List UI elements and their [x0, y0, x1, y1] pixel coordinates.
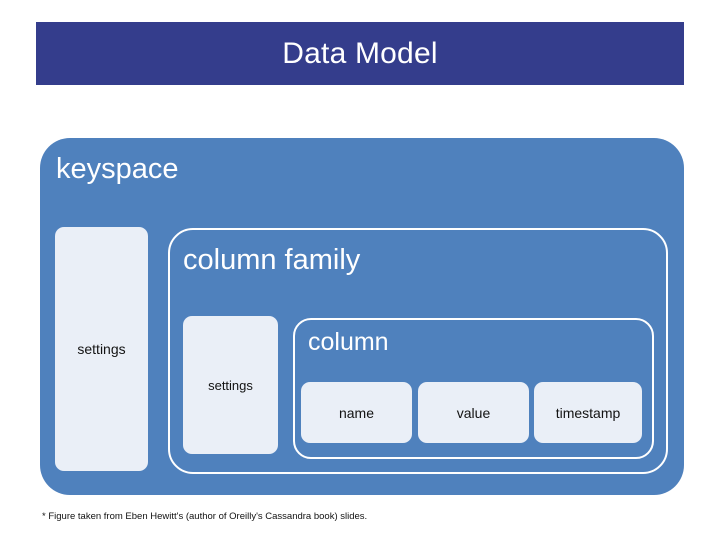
page-title: Data Model: [282, 36, 438, 70]
column-field-value-label: value: [456, 404, 491, 421]
column-field-name-label: name: [338, 404, 375, 421]
column-field-timestamp-card: timestamp: [534, 382, 642, 443]
source-footnote: * Figure taken from Eben Hewitt's (autho…: [42, 511, 368, 522]
keyspace-settings-card: settings: [55, 227, 148, 471]
column-family-label: column family: [183, 244, 361, 276]
slide-title-band: Data Model: [36, 22, 684, 85]
column-family-container: column family settings column name value…: [168, 228, 668, 474]
keyspace-label: keyspace: [56, 153, 179, 185]
column-field-name-card: name: [301, 382, 412, 443]
keyspace-container: keyspace settings column family settings…: [40, 138, 684, 495]
column-family-settings-label: settings: [208, 377, 253, 393]
column-container: column name value timestamp: [293, 318, 654, 459]
column-family-settings-card: settings: [183, 316, 278, 454]
column-field-timestamp-label: timestamp: [555, 404, 621, 421]
column-field-value-card: value: [418, 382, 529, 443]
column-label: column: [308, 328, 389, 356]
keyspace-settings-label: settings: [77, 341, 126, 357]
